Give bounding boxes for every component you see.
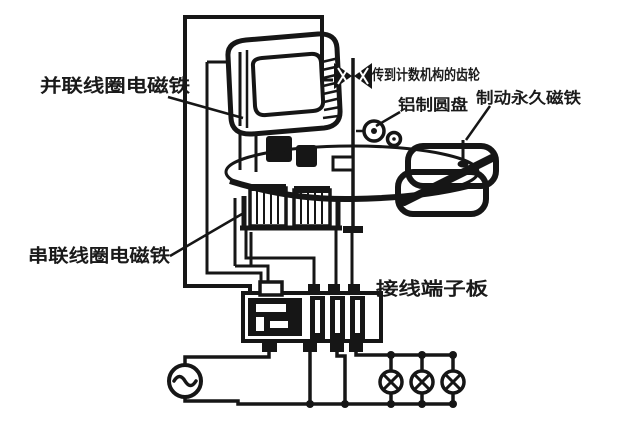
terminal-leg xyxy=(349,340,363,352)
coil-winding-hatch xyxy=(256,190,323,224)
internal-wires xyxy=(233,198,338,284)
label-gear-to-counter: 传到计数机构的齿轮 xyxy=(371,66,480,84)
junction-dots xyxy=(306,351,457,408)
terminal-board xyxy=(241,280,383,352)
label-terminal-board: 接线端子板 xyxy=(376,278,489,300)
parallel-coil-electromagnet xyxy=(225,31,343,172)
lamp-load-bank xyxy=(306,351,466,408)
worm-gear-icon xyxy=(334,63,372,89)
terminal-tab xyxy=(348,284,360,294)
register-gear-train xyxy=(356,119,403,148)
leader-lines xyxy=(167,95,492,258)
brake-permanent-magnet xyxy=(395,143,499,217)
lamp-icon xyxy=(378,355,404,404)
pole-piece xyxy=(296,145,317,167)
terminal-tab xyxy=(328,284,340,294)
terminal-leg xyxy=(262,340,277,352)
disc-bearing xyxy=(457,160,469,168)
terminal-leg xyxy=(303,340,317,352)
lamp-icon xyxy=(440,355,466,404)
label-brake-magnet: 制动永久磁铁 xyxy=(476,88,582,107)
terminal-tab xyxy=(258,280,284,297)
lamp-icon xyxy=(409,355,435,404)
label-parallel-coil: 并联线圈电磁铁 xyxy=(40,75,190,97)
label-aluminum-disc: 铝制圆盘 xyxy=(398,95,469,114)
ac-source-icon xyxy=(167,363,203,399)
terminal-leg xyxy=(330,340,344,352)
terminal-tab xyxy=(308,284,320,294)
label-series-coil: 串联线圈电磁铁 xyxy=(28,245,170,267)
series-coil-electromagnet xyxy=(240,184,342,231)
diagram-labels: 并联线圈电磁铁 传到计数机构的齿轮 铝制圆盘 制动永久磁铁 串联线圈电磁铁 接线… xyxy=(28,66,582,300)
pole-piece xyxy=(266,136,292,162)
